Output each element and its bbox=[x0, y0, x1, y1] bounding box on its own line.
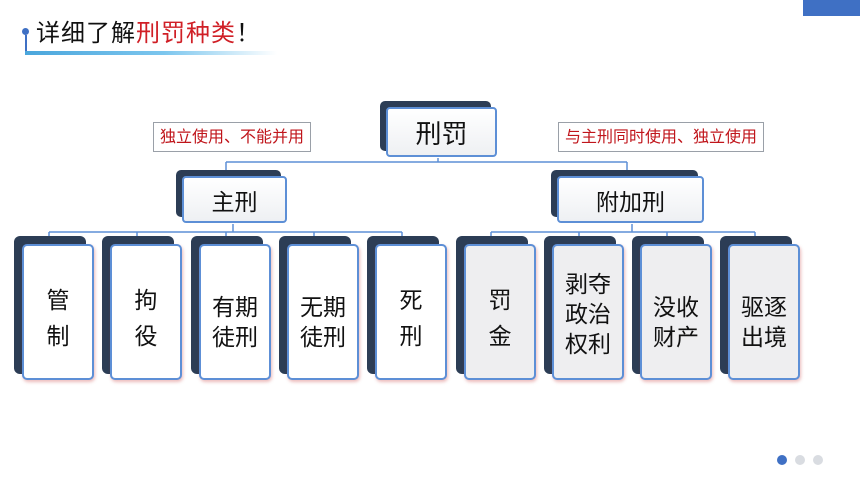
pager-dot[interactable] bbox=[795, 455, 805, 465]
root-node: 刑罚 bbox=[380, 101, 497, 157]
branch-node-main: 主刑 bbox=[176, 170, 287, 223]
branch-node-additional-label: 附加刑 bbox=[557, 176, 704, 223]
leaf-node-face: 驱逐 出境 bbox=[728, 244, 800, 380]
leaf-node-face: 拘 役 bbox=[110, 244, 182, 380]
branch-node-additional: 附加刑 bbox=[551, 170, 704, 223]
leaf-node-face: 无期 徒刑 bbox=[287, 244, 359, 380]
leaf-node-face: 没收 财产 bbox=[640, 244, 712, 380]
leaf-node: 死 刑 bbox=[367, 236, 447, 380]
leaf-node-face: 剥夺 政治 权利 bbox=[552, 244, 624, 380]
title-suffix: ！ bbox=[236, 19, 261, 47]
leaf-node: 有期 徒刑 bbox=[191, 236, 271, 380]
leaf-node: 驱逐 出境 bbox=[720, 236, 800, 380]
leaf-label: 没收 财产 bbox=[653, 295, 699, 351]
leaf-node: 无期 徒刑 bbox=[279, 236, 359, 380]
pager-dot[interactable] bbox=[813, 455, 823, 465]
leaf-label: 驱逐 出境 bbox=[741, 295, 787, 351]
title-prefix: 详细了解 bbox=[36, 19, 136, 47]
root-node-label: 刑罚 bbox=[386, 107, 497, 157]
leaf-label: 管 制 bbox=[46, 288, 70, 350]
leaf-label: 剥夺 政治 权利 bbox=[565, 272, 611, 358]
leaf-node: 剥夺 政治 权利 bbox=[544, 236, 624, 380]
leaf-node-face: 死 刑 bbox=[375, 244, 447, 380]
leaf-node: 管 制 bbox=[14, 236, 94, 380]
leaf-node-face: 罚 金 bbox=[464, 244, 536, 380]
note-left: 独立使用、不能并用 bbox=[153, 122, 312, 152]
leaf-label: 拘 役 bbox=[134, 288, 158, 350]
note-right: 与主刑同时使用、独立使用 bbox=[558, 122, 765, 152]
branch-node-main-label: 主刑 bbox=[182, 176, 287, 223]
leaf-label: 无期 徒刑 bbox=[300, 295, 346, 351]
leaf-node: 没收 财产 bbox=[632, 236, 712, 380]
title-underline bbox=[25, 51, 277, 55]
title-bullet-dot bbox=[22, 28, 29, 35]
leaf-node-face: 管 制 bbox=[22, 244, 94, 380]
title-highlight: 刑罚种类 bbox=[136, 19, 236, 47]
leaf-node-face: 有期 徒刑 bbox=[199, 244, 271, 380]
page-title: 详细了解刑罚种类！ bbox=[36, 17, 261, 49]
slide-title-area: 详细了解刑罚种类！ bbox=[22, 14, 282, 60]
leaf-node: 罚 金 bbox=[456, 236, 536, 380]
leaf-node: 拘 役 bbox=[102, 236, 182, 380]
leaf-label: 有期 徒刑 bbox=[212, 295, 258, 351]
leaf-label: 死 刑 bbox=[399, 288, 423, 350]
leaf-label: 罚 金 bbox=[488, 288, 512, 350]
pager-dot[interactable] bbox=[777, 455, 787, 465]
corner-accent-block bbox=[803, 0, 860, 16]
title-accent-line bbox=[25, 35, 27, 53]
